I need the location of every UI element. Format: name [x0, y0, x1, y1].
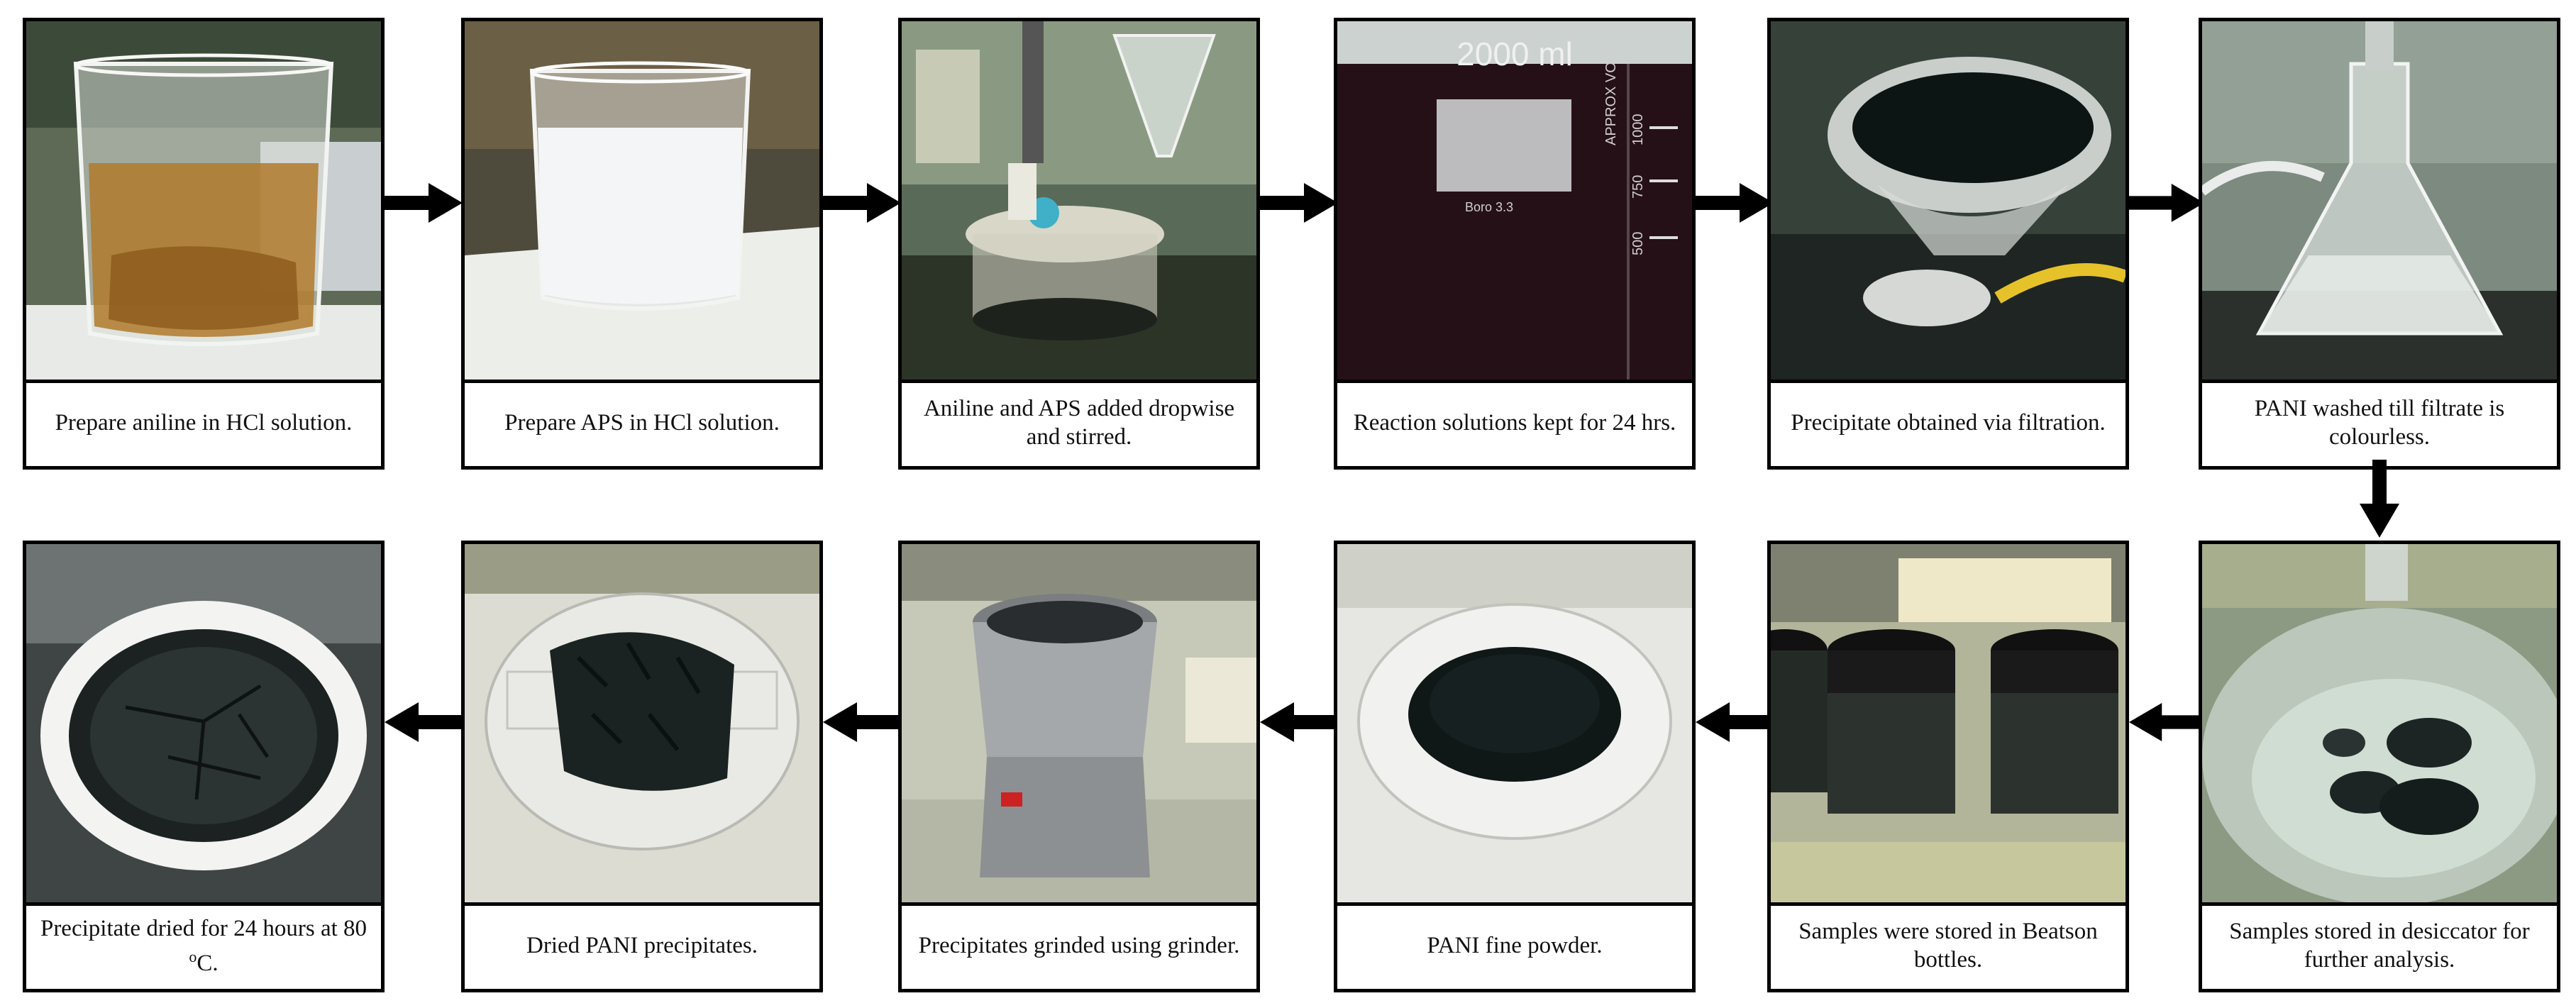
step-5: Precipitate obtained via filtration. [1767, 18, 2129, 470]
step-9: PANI fine powder. [1334, 541, 1696, 992]
step-6-caption: PANI washed till filtrate is colourless. [2202, 380, 2557, 466]
step-10: Precipitates grinded using grinder. [898, 541, 1260, 992]
arrow-icon [1260, 183, 1338, 223]
photo-filtration-funnel [1771, 21, 2126, 383]
step-5-caption: Precipitate obtained via filtration. [1771, 380, 2126, 466]
step-10-caption: Precipitates grinded using grinder. [902, 902, 1256, 989]
arrow-icon [2129, 183, 2204, 223]
photo-aps-beaker [465, 21, 819, 383]
photo-dried-precipitate-plate [26, 544, 381, 906]
step-8-caption: Samples were stored in Beatson bottles. [1771, 902, 2126, 989]
photo-fine-powder [1337, 544, 1692, 906]
step-7-caption: Samples stored in desiccator for further… [2202, 902, 2557, 989]
arrow-icon [1696, 183, 1774, 223]
photo-dried-pani-pieces [465, 544, 819, 906]
arrow-icon [2360, 460, 2399, 538]
step-3: Aniline and APS added dropwise and stirr… [898, 18, 1260, 470]
step-11-caption: Dried PANI precipitates. [465, 902, 819, 989]
step-7: Samples stored in desiccator for further… [2199, 541, 2560, 992]
step-4-caption: Reaction solutions kept for 24 hrs. [1337, 380, 1692, 466]
beaker-volume-label: 2000 ml [1456, 35, 1573, 72]
step-2-caption: Prepare APS in HCl solution. [465, 380, 819, 466]
step-12: Precipitate dried for 24 hours at 80 oC. [23, 541, 385, 992]
beaker-mark-750: 750 [1630, 175, 1646, 199]
step-9-caption: PANI fine powder. [1337, 902, 1692, 989]
photo-desiccator [2202, 544, 2557, 906]
beaker-brand-label: Boro 3.3 [1465, 200, 1513, 214]
beaker-approx-label: APPROX VOL [1603, 54, 1619, 145]
step-3-caption: Aniline and APS added dropwise and stirr… [902, 380, 1256, 466]
beaker-mark-1000: 1000 [1630, 114, 1646, 146]
arrow-icon [823, 183, 901, 223]
photo-reaction-beaker: 2000 ml Boro 3.3 APPROX VOL 1000 750 500 [1337, 21, 1692, 383]
photo-grinder [902, 544, 1256, 906]
step-12-caption: Precipitate dried for 24 hours at 80 oC. [26, 902, 381, 989]
arrow-icon [823, 702, 901, 742]
step-8: Samples were stored in Beatson bottles. [1767, 541, 2129, 992]
step-1: Prepare aniline in HCl solution. [23, 18, 385, 470]
arrow-icon [385, 702, 463, 742]
arrow-icon [385, 183, 463, 223]
step-6: PANI washed till filtrate is colourless. [2199, 18, 2560, 470]
step-1-caption: Prepare aniline in HCl solution. [26, 380, 381, 466]
step-11: Dried PANI precipitates. [461, 541, 823, 992]
photo-reactor-setup [902, 21, 1256, 383]
beaker-mark-500: 500 [1630, 232, 1646, 255]
photo-beatson-bottles [1771, 544, 2126, 906]
step-2: Prepare APS in HCl solution. [461, 18, 823, 470]
arrow-icon [2129, 702, 2204, 742]
photo-washing-flask [2202, 21, 2557, 383]
photo-aniline-beaker [26, 21, 381, 383]
arrow-icon [1260, 702, 1338, 742]
step-4: 2000 ml Boro 3.3 APPROX VOL 1000 750 500… [1334, 18, 1696, 470]
arrow-icon [1696, 702, 1774, 742]
